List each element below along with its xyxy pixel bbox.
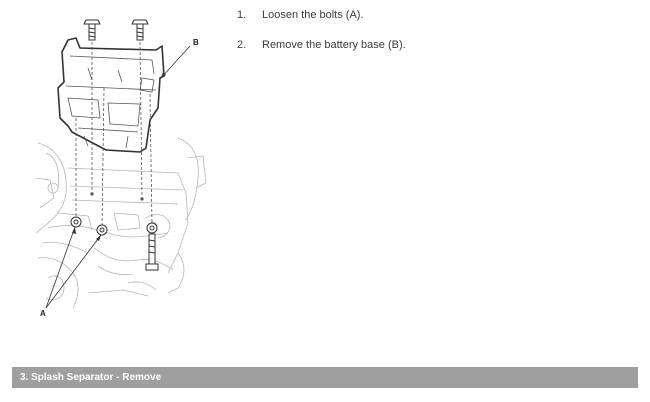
alignment-points — [90, 192, 144, 201]
step-1-number: 1. — [237, 9, 247, 21]
step-1-text: Loosen the bolts (A). — [262, 9, 364, 21]
alignment-lines — [75, 41, 153, 229]
step-2-number: 2. — [237, 39, 247, 51]
battery-base — [57, 37, 165, 153]
step-2-text: Remove the battery base (B). — [262, 39, 406, 51]
battery-base-detail — [65, 55, 157, 149]
engine-bay-structure — [35, 137, 207, 309]
step-1: 1. Loosen the bolts (A). — [237, 8, 637, 22]
callout-a-label: A — [40, 309, 46, 318]
bolt-top-right — [131, 19, 149, 41]
callout-arrowheads — [72, 72, 166, 241]
callout-b-label: B — [193, 38, 199, 47]
procedure-steps: 1. Loosen the bolts (A). 2. Remove the b… — [237, 8, 637, 52]
battery-base-diagram: B A — [28, 8, 228, 323]
callout-leaders — [45, 45, 191, 309]
step-2: 2. Remove the battery base (B). — [237, 38, 637, 52]
bolt-top-left — [83, 19, 101, 41]
bolt-lower-middle — [96, 224, 108, 236]
section-header-splash-separator[interactable]: 3. Splash Separator - Remove — [12, 367, 638, 388]
bolt-lower-left — [70, 216, 82, 228]
bolt-lower-right — [145, 222, 159, 271]
